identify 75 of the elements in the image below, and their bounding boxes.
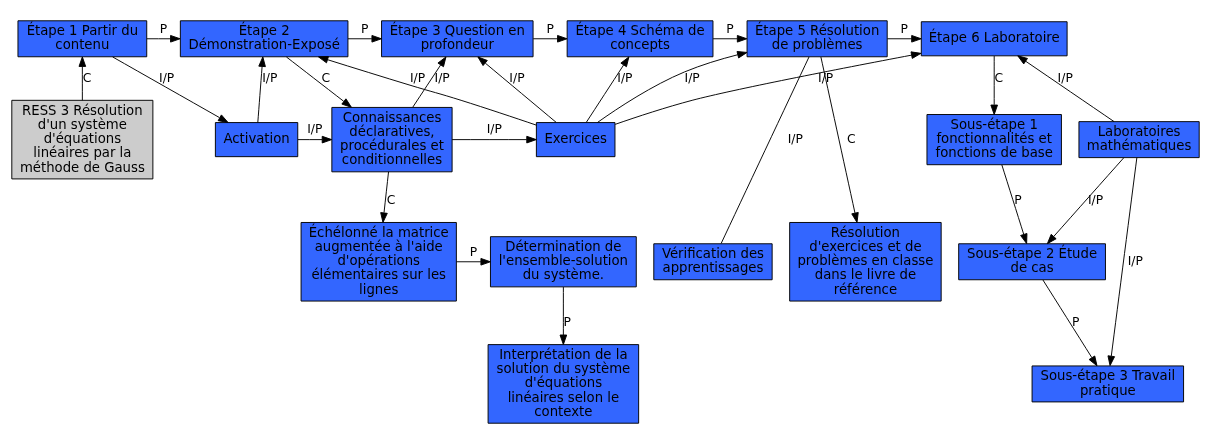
edge-label: I/P (617, 70, 633, 85)
arrow (532, 35, 568, 43)
edge-label: C (846, 131, 856, 146)
arrow (347, 35, 382, 43)
arrow (412, 56, 447, 108)
edge-label: I/P (787, 131, 803, 146)
edge-label: P (726, 21, 734, 36)
edge-label: I/P (486, 122, 502, 137)
edge-label: C (994, 70, 1004, 85)
arrow (257, 56, 266, 123)
node-box: Laboratoires mathématiques (1078, 121, 1200, 159)
arrow (1046, 157, 1125, 245)
node-box: Étape 4 Schéma de concepts (566, 20, 714, 58)
arrow (597, 51, 748, 123)
node-box: Activation (214, 122, 299, 158)
node-box: Vérification des apprentissages (653, 243, 773, 281)
edge-label: P (1014, 192, 1022, 207)
arrow (712, 35, 748, 43)
node-box: Étape 2 Démonstration-Exposé (179, 20, 349, 58)
node-box: Résolution d'exercices et de problèmes en classe dans le livre de référence (789, 222, 942, 302)
edge-label: I/P (434, 70, 450, 85)
arrow (990, 55, 998, 115)
node-box: Sous-étape 3 Travail pratique (1031, 365, 1185, 403)
edge-label: I/P (684, 70, 700, 85)
arrow (1107, 157, 1138, 367)
node-box: Étape 1 Partir du contenu (17, 20, 148, 58)
arrow (285, 56, 352, 108)
edge-label: P (159, 21, 168, 36)
edge-label: I/P (409, 70, 426, 85)
arrow (317, 56, 537, 126)
arrow (146, 35, 181, 43)
node-box: Échélonné la matrice augmentée à l'aide d'opérations élémentaires sur les lignes (300, 222, 457, 302)
edge-label: P (469, 244, 478, 259)
connector (720, 56, 810, 245)
edge-label: C (386, 192, 396, 207)
arrow (614, 51, 922, 125)
arrow (112, 56, 229, 123)
node-box: Étape 6 Laboratoire (920, 21, 1068, 57)
node-box: Connaissances déclaratives, procédurales et conditionnelles (331, 106, 453, 173)
arrow (456, 257, 491, 266)
edge-label: P (361, 21, 369, 36)
edge-label: I/P (1087, 192, 1104, 207)
edge-label: I/P (307, 122, 323, 137)
arrow (477, 56, 557, 123)
arrow (380, 171, 389, 223)
edge-label: I/P (509, 70, 525, 85)
arrow (78, 56, 87, 101)
arrow (1042, 279, 1098, 367)
arrow (297, 135, 333, 144)
arrow (1001, 164, 1028, 244)
node-box: Exercices (535, 122, 616, 158)
node-box: Interprétation de la solution du système d'équations linéaires selon le contexte (487, 344, 640, 424)
edge-label: C (82, 70, 92, 85)
edge-label: I/P (1057, 70, 1073, 85)
node-box: Étape 3 Question en profondeur (381, 20, 534, 58)
arrow (451, 135, 537, 144)
edge-label: P (900, 21, 908, 36)
edge-label: I/P (262, 70, 278, 85)
arrow (820, 56, 859, 223)
arrow (886, 35, 922, 43)
edge-label: C (321, 70, 330, 85)
edge-label: I/P (159, 70, 175, 85)
node-box: Détermination de l'ensemble-solution du système. (489, 236, 637, 288)
arrow (1017, 55, 1115, 123)
node-box: Étape 5 Résolution de problèmes (746, 20, 888, 58)
arrow (559, 286, 568, 345)
edge-label: I/P (1127, 253, 1143, 268)
node-box: Sous-étape 2 Étude de cas (958, 243, 1106, 281)
arrow (585, 56, 630, 123)
edge-label: P (563, 315, 571, 330)
edge-label: I/P (818, 70, 834, 85)
node-box: Sous-étape 1 fonctionnalités et fonctions de base (926, 114, 1062, 166)
edge-label: P (546, 21, 554, 36)
node-box: RESS 3 Résolution d'un système d'équations linéaires par la méthode de Gauss (11, 99, 154, 180)
edge-label: P (1071, 315, 1080, 330)
